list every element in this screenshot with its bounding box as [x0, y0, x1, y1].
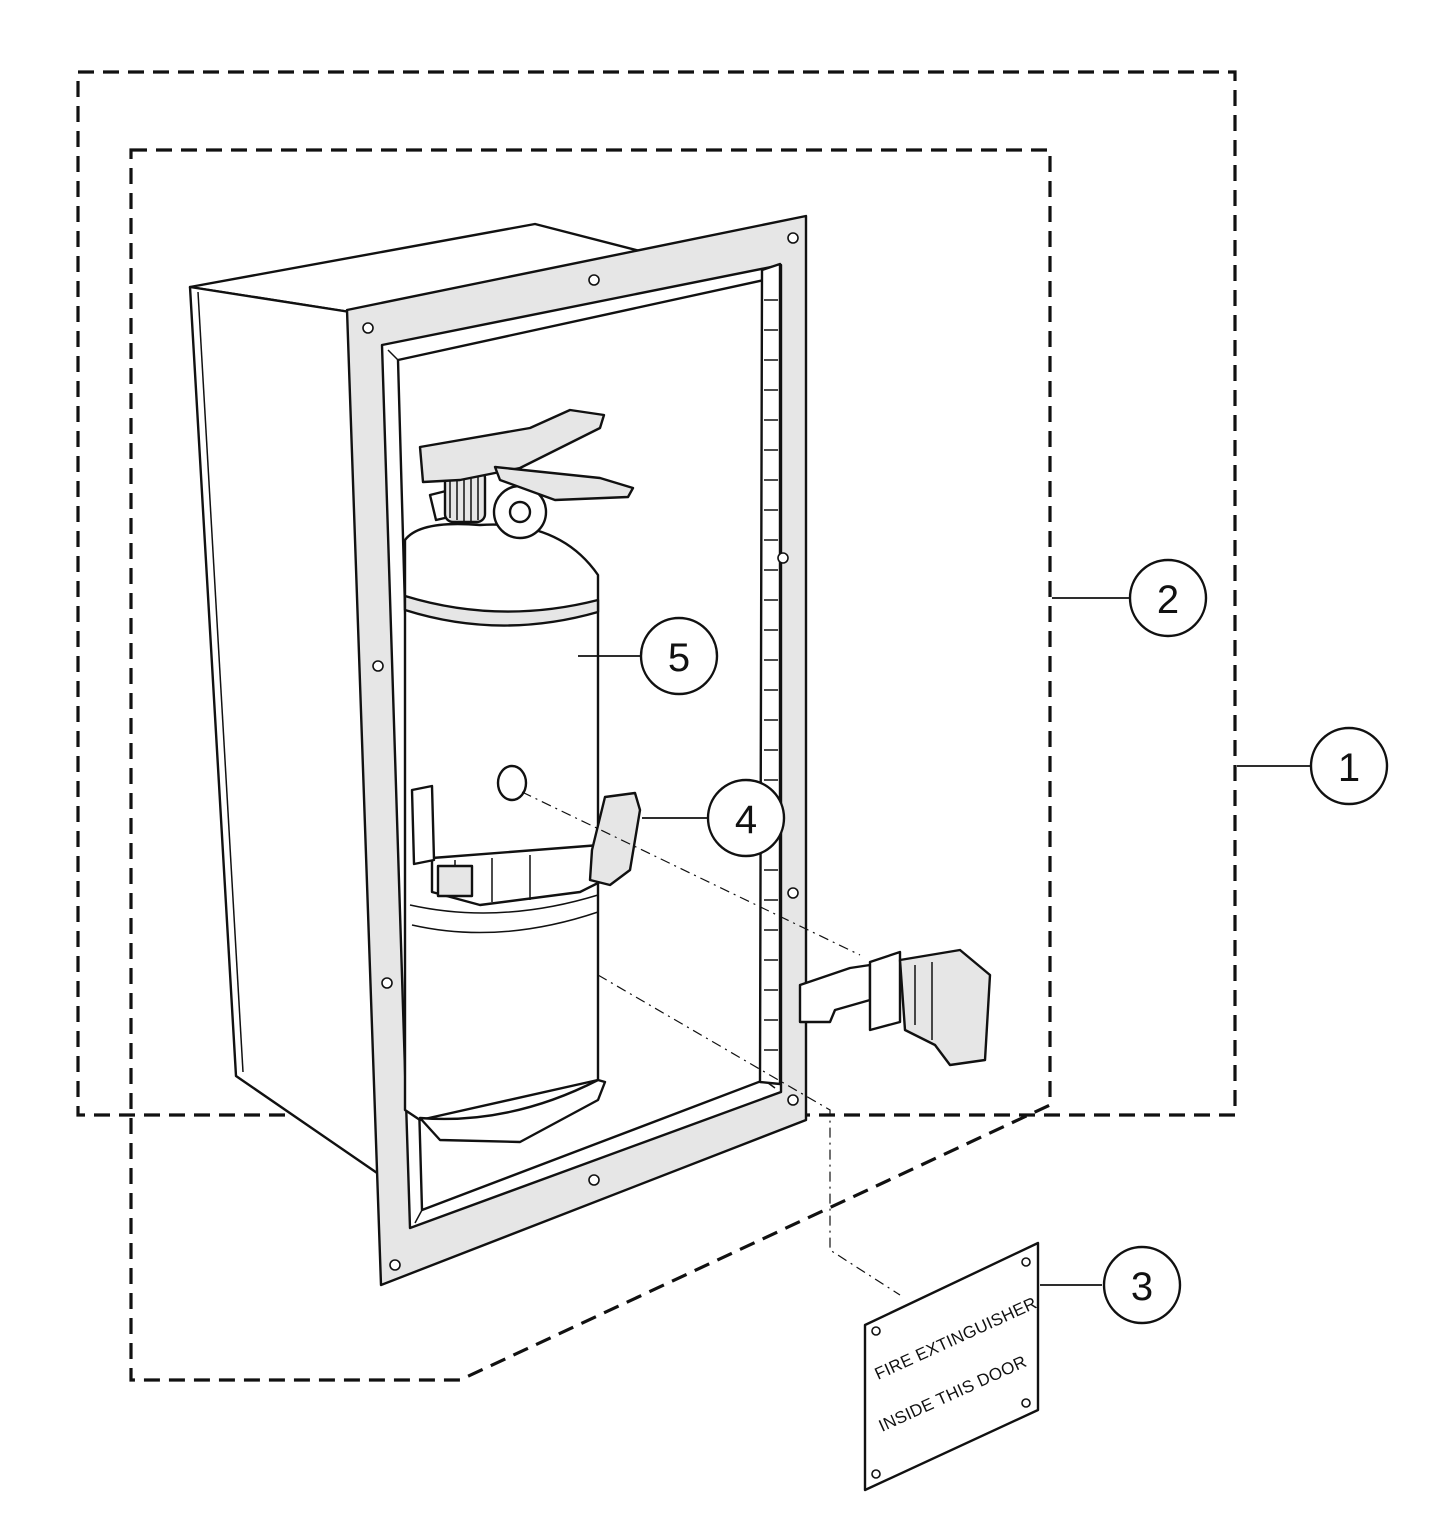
assembly-boundary-outer	[76, 70, 1237, 1117]
callout-5: 5	[639, 616, 719, 696]
callout-4-label: 4	[735, 798, 757, 842]
callout-5-label: 5	[668, 636, 690, 680]
cam-latch	[798, 948, 992, 1067]
extinguisher-handle	[418, 408, 606, 484]
callout-1-label: 1	[1338, 746, 1360, 790]
callout-2-label: 2	[1157, 578, 1179, 622]
assembly-boundary-inner	[129, 148, 1052, 1382]
callout-3: 3	[1102, 1245, 1182, 1325]
extinguisher-lever	[493, 465, 635, 502]
mounting-screws	[362, 232, 799, 1271]
callout-3-label: 3	[1131, 1265, 1153, 1309]
piano-hinge	[758, 262, 782, 1086]
callout-2: 2	[1128, 558, 1208, 638]
callout-1: 1	[1309, 726, 1389, 806]
fire-extinguisher	[403, 408, 642, 1144]
callout-4: 4	[706, 778, 786, 858]
phantom-line-plaque	[597, 974, 901, 1296]
door-plaque: FIRE EXTINGUISHER INSIDE THIS DOOR	[863, 1241, 1040, 1492]
phantom-line-latch	[521, 791, 861, 956]
